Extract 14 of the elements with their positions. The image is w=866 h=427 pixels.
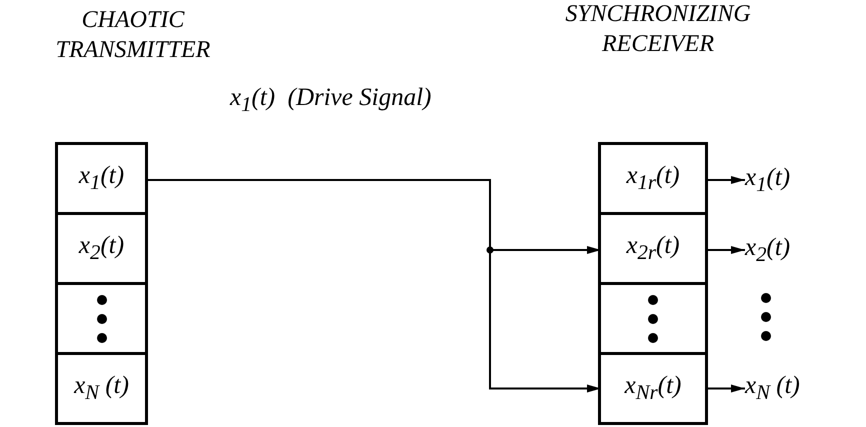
state-variable: x$_{1}$(t) [78, 162, 124, 195]
state-variable: x$_{2}$(t) [78, 232, 124, 265]
state-variable: x$_{Nr}$(t) [624, 372, 682, 405]
arrow [705, 176, 745, 184]
state-variable: x$_{N}$ (t) [74, 372, 129, 405]
arrow [705, 246, 745, 254]
state-variable: x$_{1}$(t) [745, 162, 849, 198]
state-variable: x$_{2r}$(t) [626, 232, 680, 265]
block-heading: SYNCHRONIZING RECEIVER [564, 0, 752, 59]
state-variable: x$_{2}$(t) [745, 232, 849, 268]
arrow [705, 384, 745, 392]
state-variable: x$_{1r}$(t) [626, 162, 680, 195]
state-variable: x$_{N}$ (t) [745, 370, 849, 406]
block-heading: CHAOTIC TRANSMITTER [54, 6, 212, 65]
